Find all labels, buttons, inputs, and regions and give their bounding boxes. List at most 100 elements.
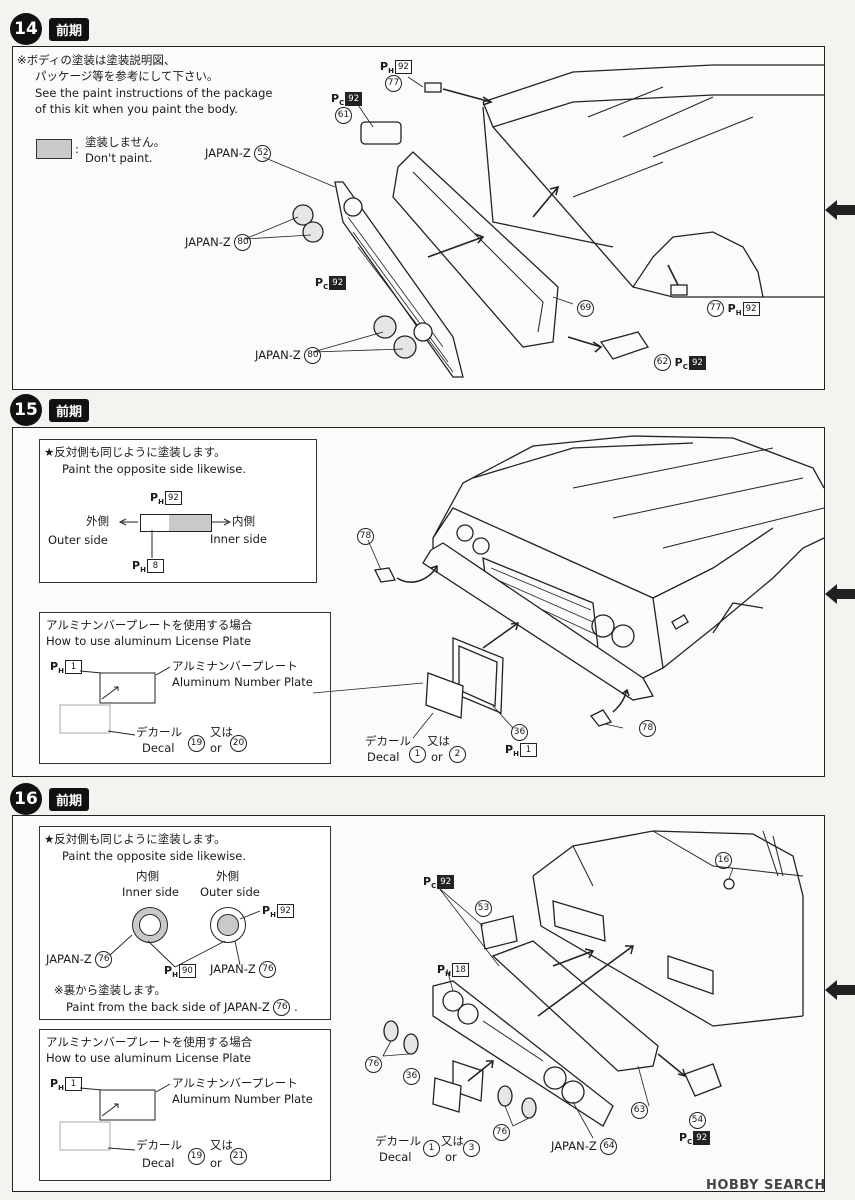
plate-16-jp: アルミナンバープレート — [172, 1076, 298, 1090]
box1-16-jp: ★反対側も同じように塗装します。 — [44, 832, 226, 846]
label-16: 16 — [715, 852, 732, 869]
or-jp-main: 又は — [427, 734, 450, 748]
box2-16-en: How to use aluminum License Plate — [46, 1051, 252, 1065]
body-outline — [482, 64, 824, 298]
paint-opposite-box: ★反対側も同じように塗装します。 Paint the opposite side… — [39, 439, 317, 583]
inner-jp: 内側 — [232, 514, 255, 528]
box1-16-en: Paint the opposite side likewise. — [62, 849, 246, 863]
dont-paint-jp: 塗装しません。 — [85, 135, 166, 149]
back-paint-en: Paint from the back side of JAPAN-Z 76 . — [66, 999, 298, 1016]
label-69: 69 — [577, 300, 594, 317]
rear-panel-63 — [491, 940, 659, 1072]
tail-lamp-right — [667, 955, 714, 995]
label-63: 63 — [631, 1102, 648, 1119]
lens-80-c — [373, 315, 397, 339]
decal-2: 2 — [449, 746, 466, 763]
inner-16-en: Inner side — [122, 885, 179, 899]
lens-80-d — [393, 335, 417, 359]
step-15-drawing — [312, 435, 825, 739]
part-62-shape — [599, 331, 650, 360]
license-plate-box-15: アルミナンバープレートを使用する場合 How to use aluminum L… — [39, 612, 331, 764]
part-77-top-shape — [424, 82, 442, 93]
step-14-panel: ※ボディの塗装は塗装説明図、 パッケージ等を参考にして下さい。 See the … — [12, 46, 825, 390]
or-en: or — [210, 741, 222, 755]
lens-inner-diagram — [132, 907, 168, 943]
step-16-number: 16 — [10, 783, 42, 815]
part-61-shape — [360, 121, 402, 145]
marker-78-bottom — [589, 709, 613, 727]
step-14-phase-badge: 前期 — [49, 18, 90, 41]
back-paint-jp: ※裏から塗装します。 — [54, 983, 166, 997]
decal-16-main-jp: デカール — [375, 1134, 421, 1148]
page-tab-arrow-1[interactable] — [825, 200, 855, 220]
label-japanz-64: JAPAN-Z 64 — [551, 1138, 618, 1155]
decal-19: 19 — [188, 735, 205, 752]
paint-note-jp-2: パッケージ等を参考にして下さい。 — [35, 69, 219, 83]
page-tab-arrow-3[interactable] — [825, 980, 855, 1000]
part-16-shape — [723, 878, 735, 890]
part-52: 52 — [254, 145, 272, 162]
step-15-panel: ★反対側も同じように塗装します。 Paint the opposite side… — [12, 427, 825, 777]
frame-part-69 — [392, 151, 559, 348]
label-76-left: 76 — [365, 1056, 382, 1073]
label-japanz-76-right: JAPAN-Z 76 — [210, 961, 277, 978]
step-16-drawing — [382, 830, 804, 1139]
decal-en: Decal — [142, 741, 175, 755]
label-61: 61 — [335, 107, 352, 124]
or-jp: 又は — [210, 725, 233, 739]
page-tab-arrow-2[interactable] — [825, 584, 855, 604]
paint-note-en-1: See the paint instructions of the packag… — [35, 86, 273, 100]
decal-16-jp: デカール — [136, 1138, 182, 1152]
plate-16-en: Aluminum Number Plate — [172, 1092, 313, 1106]
step-14-number: 14 — [10, 13, 42, 45]
box1-jp: ★反対側も同じように塗装します。 — [44, 445, 226, 459]
decal-1: 1 — [409, 746, 426, 763]
decal-16-19: 19 — [188, 1148, 205, 1165]
label-78-bottom: 78 — [639, 720, 656, 737]
part-53-shape — [480, 915, 518, 950]
decal-en-main: Decal — [367, 750, 400, 764]
decal-16-en: Decal — [142, 1156, 175, 1170]
part-54-shape — [684, 1063, 722, 1097]
step-16-phase-badge: 前期 — [49, 788, 90, 811]
label-japanz-80-top: JAPAN-Z 80 — [185, 234, 252, 251]
label-54: 54 — [689, 1112, 706, 1129]
or-16-main-en: or — [445, 1150, 457, 1164]
inner-en: Inner side — [210, 532, 267, 546]
marker-lamp-diagram — [140, 514, 212, 532]
dont-paint-colon: : — [75, 142, 79, 156]
inner-16-jp: 内側 — [136, 869, 159, 883]
paint-note-jp-1: ※ボディの塗装は塗装説明図、 — [17, 53, 176, 67]
label-36-16: 36 — [403, 1068, 420, 1085]
outer-16-jp: 外側 — [216, 869, 239, 883]
plate-decal — [425, 672, 464, 719]
lens-80-b — [302, 221, 324, 243]
decal-20: 20 — [230, 735, 247, 752]
dont-paint-swatch — [36, 139, 72, 159]
box2-jp: アルミナンバープレートを使用する場合 — [46, 618, 253, 632]
plate-holder-36 — [452, 637, 504, 714]
label-japanz-80-bottom: JAPAN-Z 80 — [255, 347, 322, 364]
box1-en: Paint the opposite side likewise. — [62, 462, 246, 476]
box2-16-jp: アルミナンバープレートを使用する場合 — [46, 1035, 253, 1049]
decal-16-1: 1 — [423, 1140, 440, 1157]
plate-jp: アルミナンバープレート — [172, 659, 298, 673]
label-77-top: 77 — [385, 75, 402, 92]
step-16-panel: ★反対側も同じように塗装します。 Paint the opposite side… — [12, 815, 825, 1192]
decal-jp: デカール — [136, 725, 182, 739]
box2-en: How to use aluminum License Plate — [46, 634, 252, 648]
bumper — [422, 542, 655, 701]
step-14-drawing — [244, 64, 824, 378]
paint-opposite-box-16: ★反対側も同じように塗装します。 Paint the opposite side… — [39, 826, 331, 1020]
